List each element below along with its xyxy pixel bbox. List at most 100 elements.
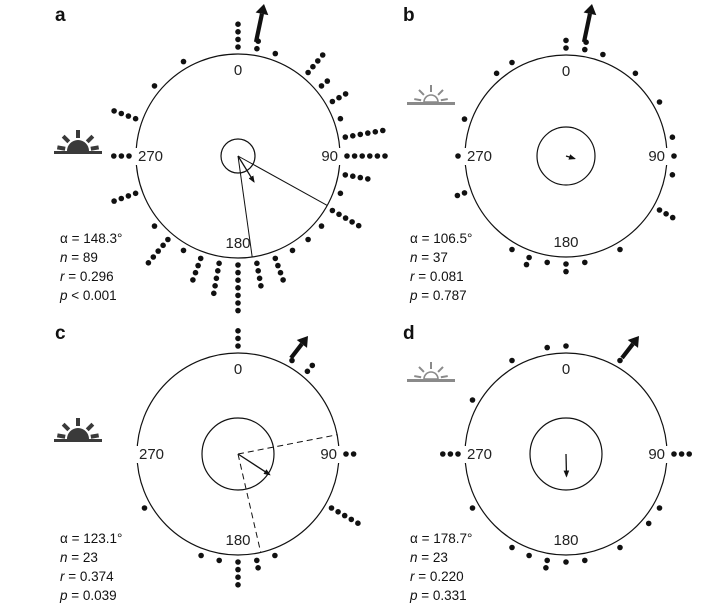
data-point bbox=[351, 153, 358, 159]
data-point bbox=[145, 260, 152, 266]
data-point bbox=[235, 285, 241, 291]
data-point bbox=[509, 357, 515, 364]
data-point bbox=[543, 565, 549, 571]
data-point bbox=[180, 58, 187, 65]
degree-label-0: 0 bbox=[234, 361, 242, 378]
mean-vector-arrow bbox=[237, 155, 255, 183]
reference-arrow-icon bbox=[253, 4, 269, 43]
data-point bbox=[165, 236, 171, 243]
confidence-line bbox=[237, 155, 328, 206]
significance-circle bbox=[529, 417, 603, 491]
data-point bbox=[365, 130, 371, 136]
data-point bbox=[544, 259, 550, 266]
data-point bbox=[645, 520, 652, 527]
data-point bbox=[280, 277, 286, 283]
data-point bbox=[235, 582, 241, 588]
data-point bbox=[355, 520, 361, 526]
sun-ray bbox=[418, 366, 425, 373]
data-point bbox=[212, 283, 218, 289]
horizon-line bbox=[54, 439, 102, 442]
data-point bbox=[367, 153, 373, 159]
stat-p: p = 0.331 bbox=[409, 588, 467, 603]
data-point bbox=[235, 262, 241, 268]
data-point bbox=[215, 268, 221, 274]
stat-alpha: α = 123.1° bbox=[60, 531, 122, 546]
data-point bbox=[111, 108, 117, 114]
data-point bbox=[461, 190, 468, 196]
horizon-line bbox=[407, 379, 455, 382]
degree-label-270: 270 bbox=[467, 148, 492, 165]
significance-circle bbox=[536, 126, 596, 186]
data-point bbox=[461, 116, 468, 122]
sun-ray bbox=[418, 89, 425, 96]
data-point bbox=[235, 277, 241, 284]
reference-arrow-head bbox=[583, 4, 597, 16]
data-point bbox=[258, 283, 264, 289]
data-point bbox=[526, 254, 532, 261]
sun-ray bbox=[440, 375, 448, 379]
data-point bbox=[255, 565, 261, 571]
data-point bbox=[336, 211, 342, 218]
data-point bbox=[151, 83, 158, 89]
data-point bbox=[656, 207, 663, 213]
data-point bbox=[255, 268, 261, 274]
data-point bbox=[335, 509, 341, 515]
stat-n: n = 37 bbox=[410, 250, 448, 265]
data-point bbox=[563, 343, 569, 349]
sun-ray bbox=[440, 98, 448, 102]
data-point bbox=[192, 269, 199, 276]
sun-faint-icon bbox=[407, 85, 455, 105]
data-point bbox=[289, 357, 295, 364]
label-backdrop bbox=[136, 446, 169, 463]
data-point bbox=[132, 115, 139, 122]
data-point bbox=[357, 131, 364, 138]
data-point bbox=[526, 552, 532, 559]
data-point bbox=[275, 262, 281, 269]
panel-letter: d bbox=[403, 323, 415, 344]
data-point bbox=[336, 94, 342, 101]
data-point bbox=[355, 222, 362, 229]
data-point bbox=[344, 153, 350, 159]
label-backdrop bbox=[464, 148, 497, 165]
data-point bbox=[374, 153, 381, 159]
data-point bbox=[582, 259, 588, 266]
data-point bbox=[342, 91, 349, 97]
data-point bbox=[125, 193, 132, 199]
data-point bbox=[195, 262, 201, 269]
panel-letter: c bbox=[55, 323, 66, 344]
data-point bbox=[235, 44, 241, 50]
data-point bbox=[111, 153, 117, 159]
sun-bright-icon bbox=[54, 418, 102, 442]
panel-letter: a bbox=[55, 5, 66, 26]
data-point bbox=[563, 37, 569, 44]
sun-ray bbox=[437, 366, 444, 373]
sun-ray bbox=[85, 422, 95, 432]
degree-label-90: 90 bbox=[648, 148, 665, 165]
label-backdrop bbox=[316, 446, 340, 463]
sun-ray bbox=[414, 98, 422, 102]
sun-ray bbox=[90, 433, 100, 439]
data-point bbox=[254, 45, 260, 52]
data-point bbox=[617, 544, 623, 551]
label-backdrop bbox=[135, 148, 168, 165]
data-point bbox=[256, 275, 263, 282]
data-point bbox=[235, 559, 241, 565]
stat-r: r = 0.374 bbox=[60, 569, 114, 584]
stat-p: p = 0.787 bbox=[409, 288, 467, 303]
data-point bbox=[454, 192, 461, 199]
data-point bbox=[318, 83, 325, 89]
data-point bbox=[544, 557, 550, 564]
data-point bbox=[669, 134, 676, 140]
data-point bbox=[213, 275, 220, 282]
degree-label-0: 0 bbox=[562, 63, 570, 80]
data-point bbox=[350, 133, 356, 139]
degree-label-0: 0 bbox=[234, 62, 242, 79]
data-point bbox=[235, 21, 241, 28]
panel-letter: b bbox=[403, 5, 415, 26]
reference-arrow-icon bbox=[581, 4, 597, 43]
stat-alpha: α = 178.7° bbox=[410, 531, 472, 546]
data-point bbox=[118, 153, 125, 159]
